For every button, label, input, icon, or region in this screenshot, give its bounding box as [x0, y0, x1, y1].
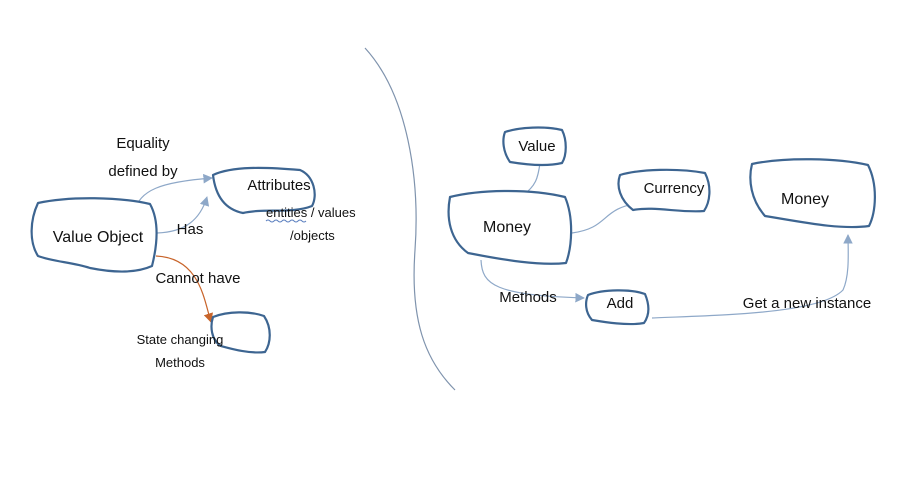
spellcheck-squiggle — [265, 219, 307, 223]
value-object-label: Value Object — [53, 229, 144, 246]
get-instance-arrow — [651, 234, 853, 319]
methods-label: Methods — [499, 289, 557, 306]
equality-line2: defined by — [108, 163, 178, 180]
money-result-label: Money — [781, 191, 829, 208]
attributes-label: Attributes — [247, 177, 310, 194]
get-new-instance-label: Get a new instance — [743, 295, 871, 312]
state-methods-label: Methods — [155, 355, 205, 370]
equality-line1: Equality — [116, 135, 170, 152]
right-diagram: Value Currency Money Methods Add Get a n… — [447, 126, 876, 326]
money-label: Money — [483, 219, 531, 236]
money-shape — [447, 189, 573, 265]
value-object-shape — [30, 197, 158, 273]
value-shape — [502, 126, 567, 167]
cannot-have-label: Cannot have — [155, 270, 240, 287]
money-result-shape — [749, 158, 876, 229]
left-diagram: Value Object Attributes entities / value… — [30, 135, 356, 370]
values-word: / values — [307, 205, 356, 220]
attributes-note-line2: /objects — [290, 228, 335, 243]
attributes-note-line1: entities / values — [266, 205, 356, 220]
currency-label: Currency — [644, 180, 705, 197]
state-methods-shape — [210, 311, 271, 354]
has-arrow — [156, 196, 210, 234]
add-shape — [585, 289, 650, 326]
methods-arrow — [480, 259, 585, 303]
add-label: Add — [607, 295, 634, 312]
divider-curve — [364, 47, 456, 391]
has-label: Has — [177, 221, 204, 238]
currency-shape — [617, 168, 711, 213]
state-changing-label: State changing — [137, 332, 224, 347]
value-label: Value — [518, 138, 555, 155]
attributes-shape — [211, 166, 316, 215]
entities-word: entities — [266, 205, 308, 220]
cannot-have-arrow — [155, 255, 213, 323]
